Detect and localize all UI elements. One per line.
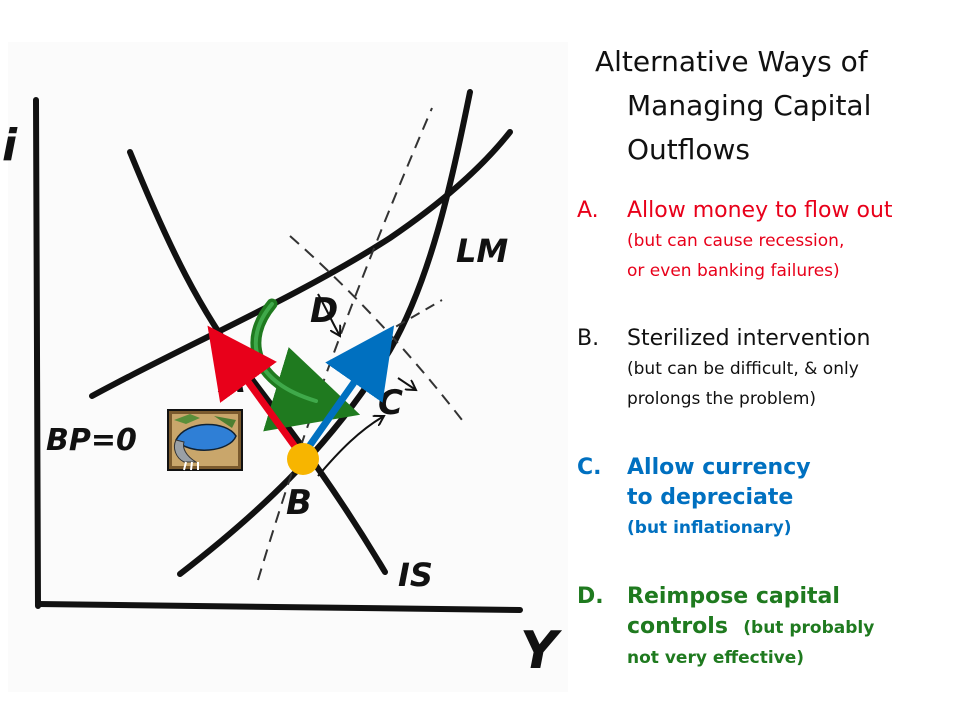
y-axis [33,97,41,609]
point-a-label: A [217,361,246,401]
shifted-is-dashed [289,235,463,421]
y-axis-label: i [2,120,18,171]
item-d-head-2: controls [627,614,728,639]
bp-curve [89,129,513,399]
list-item-b: B. Sterilized intervention (but can be d… [575,324,955,414]
x-axis [35,601,523,613]
item-d-head-1: Reimpose capital [627,584,840,609]
bp-curve-label: BP=0 [46,423,137,458]
point-b-dot [287,443,319,475]
text-panel: Alternative Ways of Managing Capital Out… [575,40,955,710]
item-c-head-1: Allow currency [627,455,811,480]
islm-bp-diagram: i Y BP=0 IS LM A B C D [2,42,568,692]
point-c-label: C [378,383,403,423]
item-d-letter: D. [577,584,604,609]
item-a-letter: A. [577,198,599,223]
item-d-head-2-row: controls (but probably [627,612,955,643]
point-b-label: B [286,483,312,523]
c-small-arrow [397,377,416,390]
arrow-c-blue [305,325,395,451]
item-a-note-2: or even banking failures) [627,261,840,281]
item-b-letter: B. [577,326,600,351]
list-item-a: A. Allow money to flow out (but can caus… [575,196,955,286]
item-a-note-1: (but can cause recession, [627,231,845,251]
item-c-head-2: to depreciate [627,485,794,510]
reservoir-dam-icon [167,409,243,471]
is-curve-label: IS [398,556,433,594]
item-d-note: not very effective) [627,648,805,668]
item-a-head: Allow money to flow out [627,198,893,223]
item-b-note-1: (but can be difficult, & only [627,359,859,379]
title-line-2: Managing Capital [627,89,872,122]
x-axis-label: Y [520,621,563,681]
slide-title: Alternative Ways of Managing Capital Out… [595,40,935,172]
item-c-note: (but inflationary) [627,518,792,538]
title-line-1: Alternative Ways of [595,45,868,78]
point-d-label: D [310,291,338,331]
item-c-letter: C. [577,455,602,480]
item-b-note-2: prolongs the problem) [627,389,817,409]
title-line-3: Outflows [627,133,751,166]
item-b-head: Sterilized intervention [627,326,871,351]
paper-background [8,42,568,692]
list-item-c: C. Allow currency to depreciate (but inf… [575,453,955,543]
item-d-inline-note: (but probably [743,618,875,638]
lm-curve-label: LM [456,232,508,270]
diagram-canvas: i Y BP=0 IS LM A B C D [2,42,568,692]
arrow-a-red [207,325,299,451]
c-shift-arrow [317,416,384,477]
list-item-d: D. Reimpose capital controls (but probab… [575,582,955,673]
